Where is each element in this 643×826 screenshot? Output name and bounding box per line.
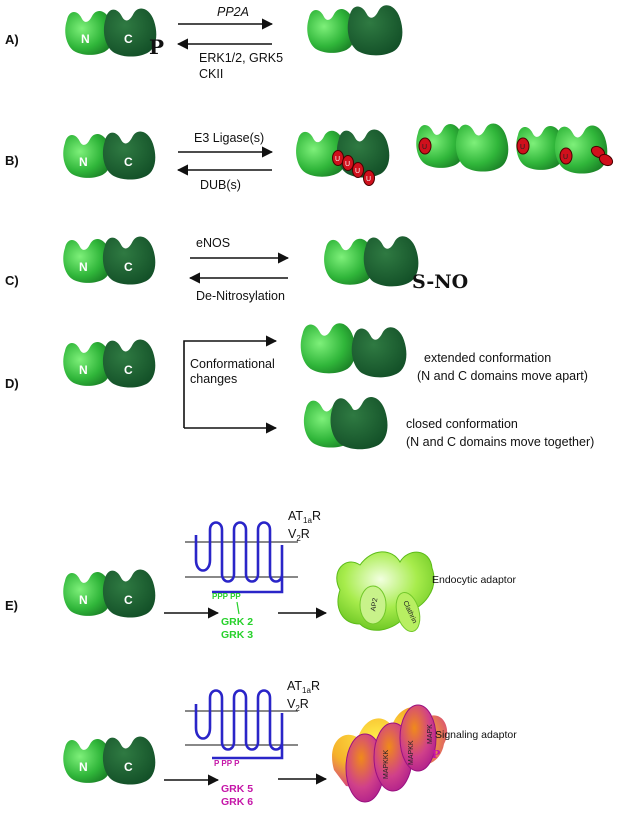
denitrosylation-label: De-Nitrosylation: [196, 289, 285, 303]
grk3-label: GRK 3: [221, 629, 253, 641]
ubiquitin-label: U: [335, 156, 340, 163]
arrestin-dephospho: [307, 5, 403, 56]
closed-arrestin: [303, 397, 388, 450]
section-c: C) N C eNOS De-Nitrosylation S-NO: [5, 236, 468, 303]
section-e: E) N C PPP PP AT1aR V2R GRK 2 GRK 3 AP2 …: [5, 509, 517, 808]
ubiquitinated-arrestin-3: U U: [516, 125, 614, 174]
ubiquitin-label: U: [563, 154, 568, 161]
receptor-at1ar: AT1aR: [288, 509, 321, 525]
c-domain-label: C: [124, 760, 133, 774]
receptor-at1ar-2: AT1aR: [287, 679, 320, 695]
receptor-v2r-2: V2R: [287, 697, 309, 713]
ubiquitin-label: U: [345, 161, 350, 168]
mapkkk-label: MAPKKK: [383, 749, 390, 779]
extended-desc: (N and C domains move apart): [417, 369, 588, 383]
erk-grk5-label: ERK1/2, GRK5: [199, 51, 283, 65]
mapk-phospho-mark: P: [432, 748, 440, 761]
n-domain-label: N: [79, 363, 88, 377]
ubiquitin-label: U: [520, 144, 525, 151]
svg-text:PPP PP: PPP PP: [212, 592, 241, 601]
ubiquitinated-arrestin-1: U U U U: [296, 129, 390, 186]
c-domain-label: C: [124, 593, 133, 607]
endocytic-adaptor-complex: AP2 Clathrin: [336, 551, 435, 633]
extended-label: extended conformation: [424, 351, 551, 365]
arrestin-molecule-a: N C P: [65, 8, 164, 59]
c-domain-label: C: [124, 155, 133, 169]
arrestin-molecule-e1: N C: [63, 569, 156, 618]
extended-arrestin: [300, 323, 407, 378]
arrestin-molecule-c: N C: [63, 236, 156, 285]
c-domain-label: C: [124, 363, 133, 377]
ubiquitinated-arrestin-2: U: [416, 123, 509, 172]
section-a: A) N C P PP2A ERK1/2, GRK5 CKII: [5, 5, 403, 81]
ubiquitin-label: U: [422, 144, 427, 151]
conformational-label: Conformational: [190, 357, 275, 371]
grk2-label: GRK 2: [221, 616, 253, 628]
c-domain-label: C: [124, 32, 133, 46]
arrestin-snitrosylated: S-NO: [324, 236, 468, 293]
section-c-label: C): [5, 273, 19, 288]
dub-label: DUB(s): [200, 178, 241, 192]
n-domain-label: N: [79, 155, 88, 169]
arrestin-molecule-e2: N C: [63, 736, 156, 785]
endocytic-adaptor-label: Endocytic adaptor: [432, 574, 517, 586]
arrestin-molecule-b: N C: [63, 131, 156, 180]
section-a-label: A): [5, 32, 19, 47]
n-domain-label: N: [79, 760, 88, 774]
phospho-mark: P: [149, 35, 164, 59]
svg-text:P PP P: P PP P: [214, 759, 240, 768]
signaling-adaptor-label: Signaling adaptor: [435, 729, 517, 741]
n-domain-label: N: [79, 593, 88, 607]
n-domain-label: N: [79, 260, 88, 274]
c-domain-label: C: [124, 260, 133, 274]
arrestin-molecule-d: N C: [63, 339, 156, 388]
pp2a-label: PP2A: [217, 5, 249, 19]
closed-desc: (N and C domains move together): [406, 435, 594, 449]
grk5-label: GRK 5: [221, 783, 253, 795]
changes-label: changes: [190, 372, 237, 386]
ubiquitin-label: U: [366, 176, 371, 183]
receptor-gpcr-2: P PP P: [185, 689, 298, 768]
section-b-label: B): [5, 153, 19, 168]
enos-label: eNOS: [196, 236, 230, 250]
receptor-v2r: V2R: [288, 527, 310, 543]
e3-ligase-label: E3 Ligase(s): [194, 131, 264, 145]
ckii-label: CKII: [199, 67, 223, 81]
signaling-adaptor-complex: MAPKKK MAPKK MAPK P: [332, 704, 448, 803]
section-d-label: D): [5, 376, 19, 391]
section-d: D) N C Conformational changes extended c…: [5, 323, 594, 450]
closed-label: closed conformation: [406, 417, 518, 431]
receptor-gpcr-1: PPP PP: [185, 521, 298, 601]
mapkk-label: MAPKK: [408, 740, 415, 765]
mapk-label: MAPK: [427, 724, 434, 744]
sno-mark: S-NO: [412, 271, 468, 293]
grk6-label: GRK 6: [221, 796, 253, 808]
section-e-label: E): [5, 598, 18, 613]
ap2-label: AP2: [370, 597, 379, 611]
n-domain-label: N: [81, 32, 90, 46]
ubiquitin-label: U: [355, 168, 360, 175]
section-b: B) N C E3 Ligase(s) DUB(s) U U U: [5, 123, 614, 192]
